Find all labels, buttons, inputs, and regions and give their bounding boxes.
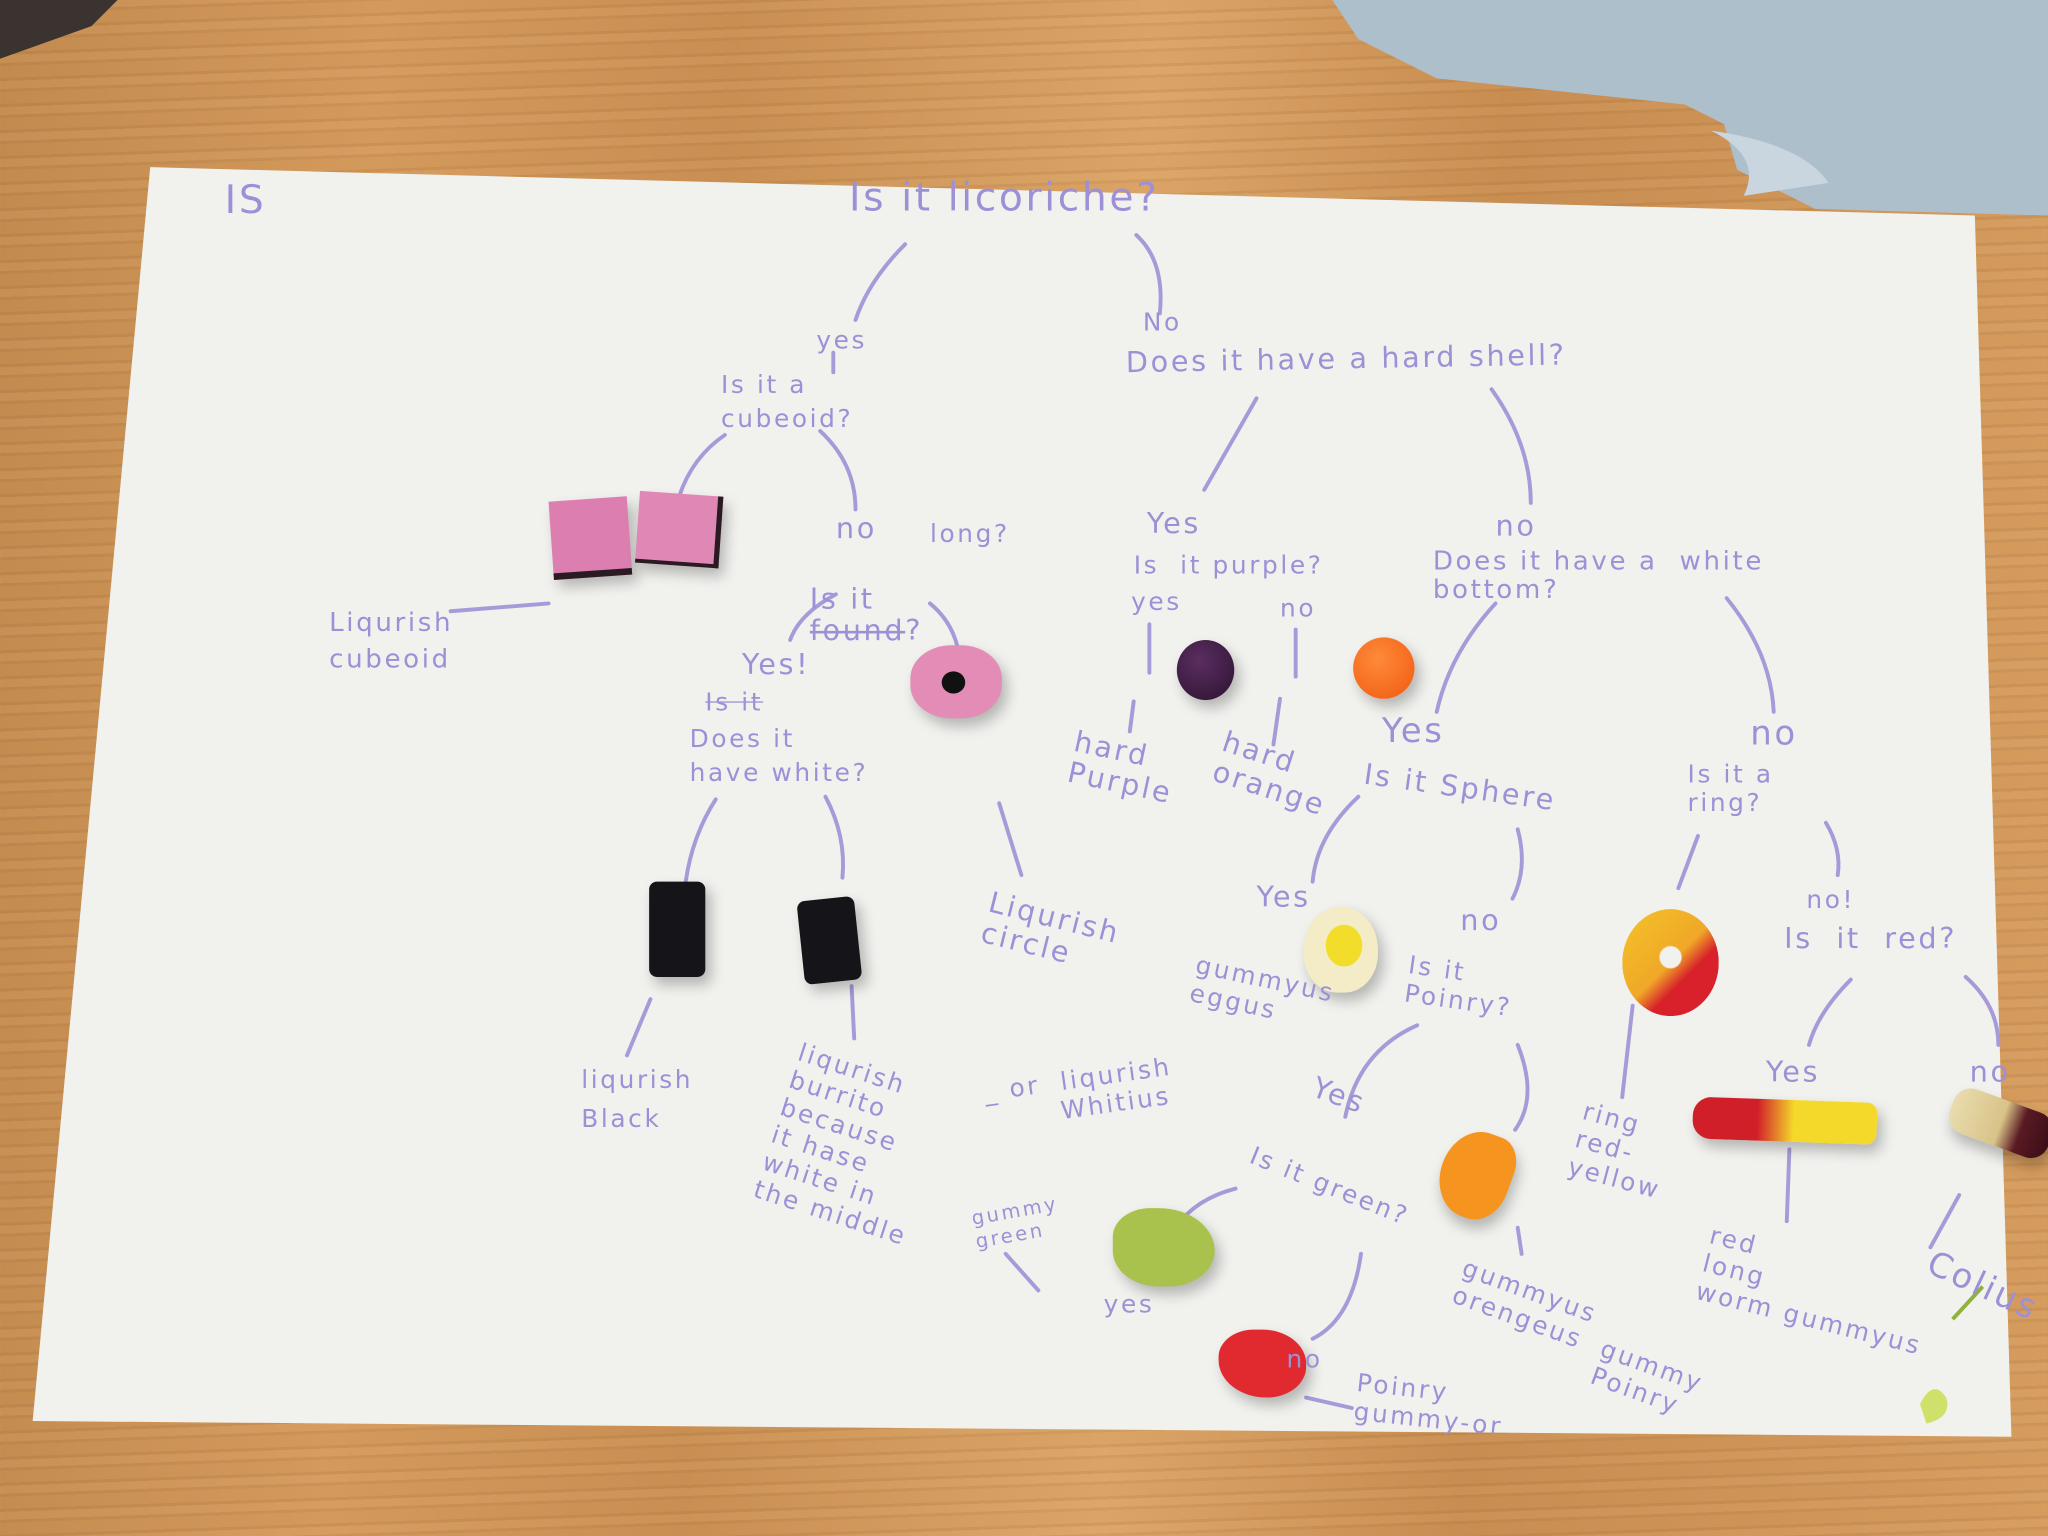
connector-line <box>677 432 727 499</box>
fabric-cloth <box>1332 0 2048 216</box>
label-green-yes: yes <box>1103 1290 1155 1320</box>
connector-line <box>624 997 653 1058</box>
connector-line <box>853 242 908 322</box>
root-question: Is it licoriche? <box>848 175 1160 221</box>
question-have-white: Does it have white? <box>689 724 869 788</box>
label-green-no: no <box>1286 1345 1323 1375</box>
connector-line <box>1271 696 1282 747</box>
licorice-center <box>941 671 966 694</box>
label-shell-yes: Yes <box>1146 508 1201 541</box>
fabric-fold <box>1711 130 1829 196</box>
red-gummy <box>1218 1329 1307 1398</box>
connector-line <box>1823 820 1841 878</box>
label-ring-no: no! <box>1806 885 1856 915</box>
green-gummy <box>1112 1208 1215 1287</box>
label-white-bottom-no: no <box>1750 714 1798 754</box>
label-sphere-no: no <box>1460 905 1502 938</box>
label-white-bottom-yes: Yes <box>1381 711 1445 752</box>
corner-mark: IS <box>224 177 267 224</box>
label-long-yes: Yes! <box>741 649 811 682</box>
dark-object-corner <box>0 0 118 59</box>
question-long: Is it found? <box>786 554 923 648</box>
pink-licorice-cube-left <box>548 496 633 580</box>
connector-line <box>1127 699 1136 734</box>
connector-line <box>1513 1042 1530 1132</box>
connector-line <box>1807 977 1853 1047</box>
label-root-no: No <box>1142 308 1182 337</box>
connector-line <box>1676 833 1700 891</box>
egg-yolk <box>1325 924 1363 967</box>
question-white-bottom: Does it have a white bottom? <box>1432 544 1765 605</box>
question-long-text: Is it <box>809 583 875 617</box>
connector-line <box>448 601 551 614</box>
label-root-yes: yes <box>816 326 868 356</box>
green-marker-stroke <box>1951 1285 1985 1321</box>
connector-line <box>1928 1193 1962 1250</box>
black-licorice-tube <box>649 881 706 977</box>
ring-gummy-red-yellow <box>1622 909 1719 1017</box>
connector-line <box>849 984 857 1041</box>
connector-line <box>683 797 718 884</box>
connector-line <box>1510 827 1524 901</box>
connector-line <box>1620 1003 1635 1100</box>
struck-is-it: Is it <box>705 688 764 718</box>
green-scribble <box>1919 1389 1948 1424</box>
pink-licorice-ring <box>910 645 1002 719</box>
connector-line <box>1003 1251 1041 1293</box>
paper-sheet <box>32 167 2012 1437</box>
connector-line <box>1515 1225 1524 1256</box>
question-red: Is it red? <box>1784 923 1958 957</box>
connector-line <box>927 601 960 649</box>
connector-line <box>1343 1023 1420 1119</box>
label-red-yes: Yes <box>1765 1056 1821 1090</box>
connector-line <box>823 794 845 880</box>
pink-licorice-cube-right <box>634 490 724 569</box>
label-shell-no: no <box>1495 510 1537 544</box>
connector-line <box>1963 975 2001 1047</box>
connector-line <box>818 429 858 512</box>
connector-line <box>1310 794 1361 884</box>
connector-line <box>997 801 1024 878</box>
connector-line <box>1310 1251 1363 1341</box>
red-yellow-worm-gummy <box>1692 1096 1878 1145</box>
label-cubeoid-no: no <box>835 513 877 546</box>
label-red-no: no <box>1969 1056 2011 1090</box>
connector-line <box>1304 1395 1354 1410</box>
question-mark: ? <box>905 615 924 648</box>
question-long-insert: long? <box>929 519 1010 549</box>
tree-connectors <box>448 233 2001 1410</box>
connector-line <box>1489 387 1533 505</box>
connector-line <box>788 592 838 642</box>
label-purple-no: no <box>1279 594 1317 624</box>
purple-hard-candy <box>1176 639 1235 701</box>
connector-line <box>1134 233 1163 316</box>
struck-word-found: found <box>809 615 906 648</box>
orange-hard-candy <box>1353 637 1415 699</box>
connector-line <box>1784 1147 1792 1224</box>
leaf-liqurish-black: liqurish Black <box>581 1065 694 1134</box>
question-purple: Is it purple? <box>1133 551 1324 580</box>
question-ring: Is it a ring? <box>1687 760 1774 818</box>
connector-line <box>1434 601 1498 714</box>
black-licorice-tube-white <box>796 895 863 985</box>
fried-egg-gummy <box>1303 906 1378 993</box>
leaf-liqurish-cubeoid: Liqurish cubeoid <box>329 606 454 674</box>
label-sphere-yes: Yes <box>1256 881 1311 915</box>
connector-line <box>1724 596 1776 714</box>
question-cubeoid: Is it a cubeoid? <box>720 370 854 434</box>
label-purple-yes: yes <box>1131 587 1182 617</box>
connector-line <box>1202 396 1259 492</box>
